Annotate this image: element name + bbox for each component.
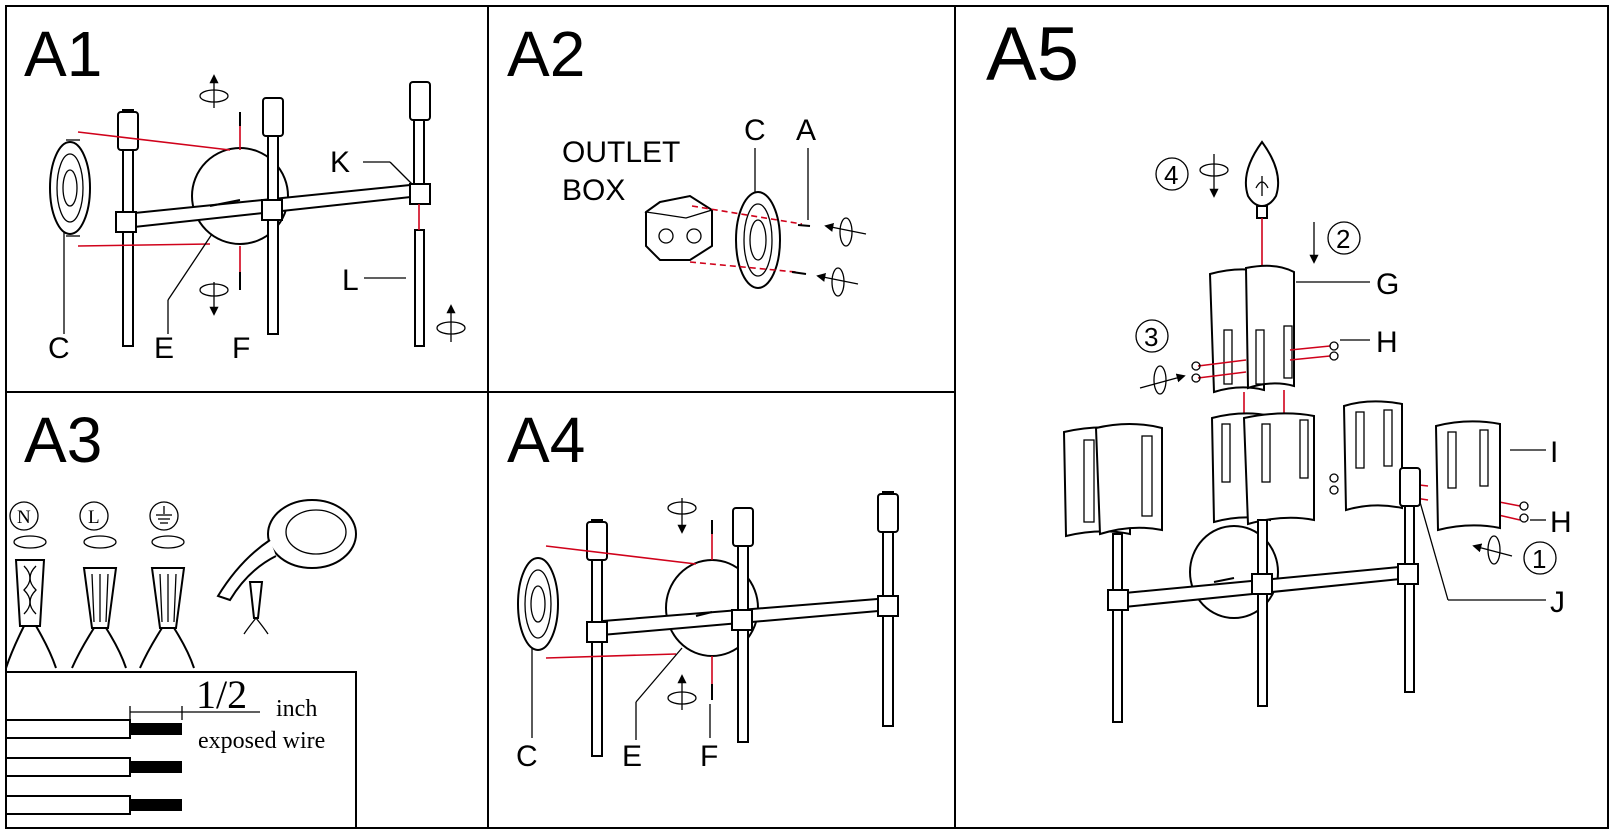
panel-a2: A2 OUTLET BOX — [507, 18, 867, 297]
electrical-tape-icon — [216, 499, 357, 635]
rotate-arrow-icon — [816, 217, 867, 297]
label-h-top: H — [1376, 326, 1398, 359]
glass-shade — [1210, 412, 1315, 526]
outlet-box-label-line2: BOX — [562, 174, 625, 207]
label-e: E — [154, 332, 174, 365]
panel-a4: A4 — [507, 404, 899, 773]
panel-a1: A1 — [24, 18, 466, 365]
alignment-guides — [689, 205, 803, 273]
label-l: L — [342, 264, 359, 297]
neutral-symbol-text: N — [17, 507, 31, 528]
leader-lines — [531, 647, 711, 740]
light-bulb-icon — [1244, 140, 1280, 219]
neutral-symbol — [9, 501, 39, 531]
panel-a5-title: A5 — [986, 12, 1079, 97]
step-2-number: 2 — [1336, 224, 1350, 254]
line-symbol-text: L — [88, 507, 100, 528]
mounting-plate — [49, 139, 91, 237]
wire-nut-icon — [71, 535, 127, 669]
fixture-posts — [1107, 467, 1421, 723]
mounting-plate — [517, 557, 559, 651]
panel-a3: A3 N L — [5, 404, 357, 829]
label-f: F — [700, 740, 718, 773]
label-i: I — [1550, 436, 1558, 469]
leader-lines — [1296, 281, 1546, 601]
screw-icon — [1191, 341, 1529, 523]
label-h-bottom: H — [1550, 506, 1572, 539]
label-c: C — [516, 740, 538, 773]
panel-a1-title: A1 — [24, 18, 102, 90]
fixture-posts — [586, 491, 899, 757]
measurement-unit: inch — [276, 696, 317, 722]
panel-a4-title: A4 — [507, 404, 585, 476]
label-f: F — [232, 332, 250, 365]
ground-icon — [149, 501, 179, 531]
leader-lines — [754, 148, 809, 220]
outlet-box — [644, 194, 714, 261]
alignment-guides — [545, 530, 713, 684]
rotate-arrow-icon — [199, 74, 466, 342]
panel-a5: A5 4 2 3 1 — [986, 12, 1572, 723]
mounting-plate — [735, 191, 781, 289]
label-k: K — [330, 146, 350, 179]
fixture-posts — [115, 81, 431, 347]
step-4-number: 4 — [1164, 160, 1178, 190]
line-symbol — [79, 501, 109, 531]
rotate-arrow-icon — [1139, 154, 1513, 565]
outlet-box-label-line1: OUTLET — [562, 136, 680, 169]
label-j: J — [1550, 586, 1565, 619]
panel-a2-title: A2 — [507, 18, 585, 90]
wire-nut-icon — [5, 535, 57, 669]
label-a: A — [796, 114, 816, 147]
panel-grid — [5, 5, 1609, 829]
wire-nut-icon — [139, 535, 195, 669]
label-c: C — [744, 114, 766, 147]
panel-a3-title: A3 — [24, 404, 102, 476]
leader-lines — [63, 161, 413, 334]
measurement-caption: exposed wire — [198, 728, 325, 754]
stripped-wire-illustration — [5, 671, 357, 829]
alignment-guides — [77, 122, 420, 275]
label-g: G — [1376, 268, 1399, 301]
step-1-number: 1 — [1532, 544, 1546, 574]
step-badge — [1135, 157, 1557, 575]
measurement-value: 1/2 — [196, 672, 247, 717]
rotate-arrow-icon — [667, 498, 697, 710]
step-3-number: 3 — [1144, 322, 1158, 352]
glass-shade — [1434, 420, 1501, 532]
label-e: E — [622, 740, 642, 773]
glass-shade — [1208, 264, 1295, 394]
glass-shade — [1342, 400, 1403, 512]
glass-shade — [1062, 423, 1163, 538]
label-c: C — [48, 332, 70, 365]
screw-icon — [791, 224, 811, 275]
